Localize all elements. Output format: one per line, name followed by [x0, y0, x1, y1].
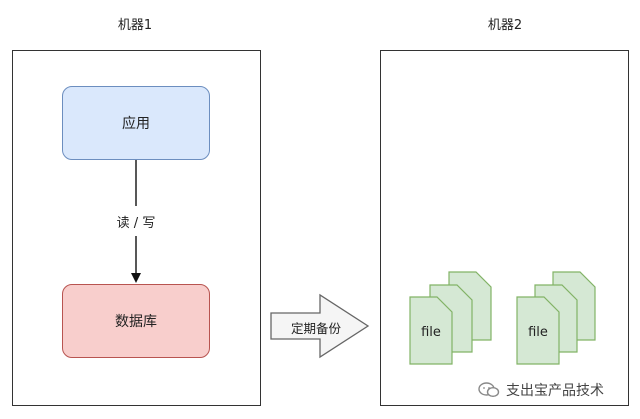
- file-label-left: file: [421, 325, 441, 340]
- machine1-title: 机器1: [117, 18, 153, 33]
- file-icon: [516, 296, 560, 365]
- readwrite-label: 读 / 写: [106, 212, 166, 231]
- watermark: 支出宝产品技术: [478, 380, 604, 400]
- file-stack-right: [516, 271, 596, 365]
- app-label: 应用: [122, 116, 150, 132]
- database-node: 数据库: [62, 284, 210, 358]
- machine2-title: 机器2: [487, 18, 523, 33]
- file-label-right: file: [528, 325, 548, 340]
- file-stack-left: [409, 271, 492, 365]
- database-label: 数据库: [115, 314, 157, 330]
- backup-label: 定期备份: [290, 321, 341, 336]
- backup-arrow: [270, 293, 370, 359]
- app-node: 应用: [62, 86, 210, 160]
- watermark-text: 支出宝产品技术: [506, 383, 604, 399]
- file-icon: [409, 296, 453, 365]
- wechat-icon: [478, 382, 500, 398]
